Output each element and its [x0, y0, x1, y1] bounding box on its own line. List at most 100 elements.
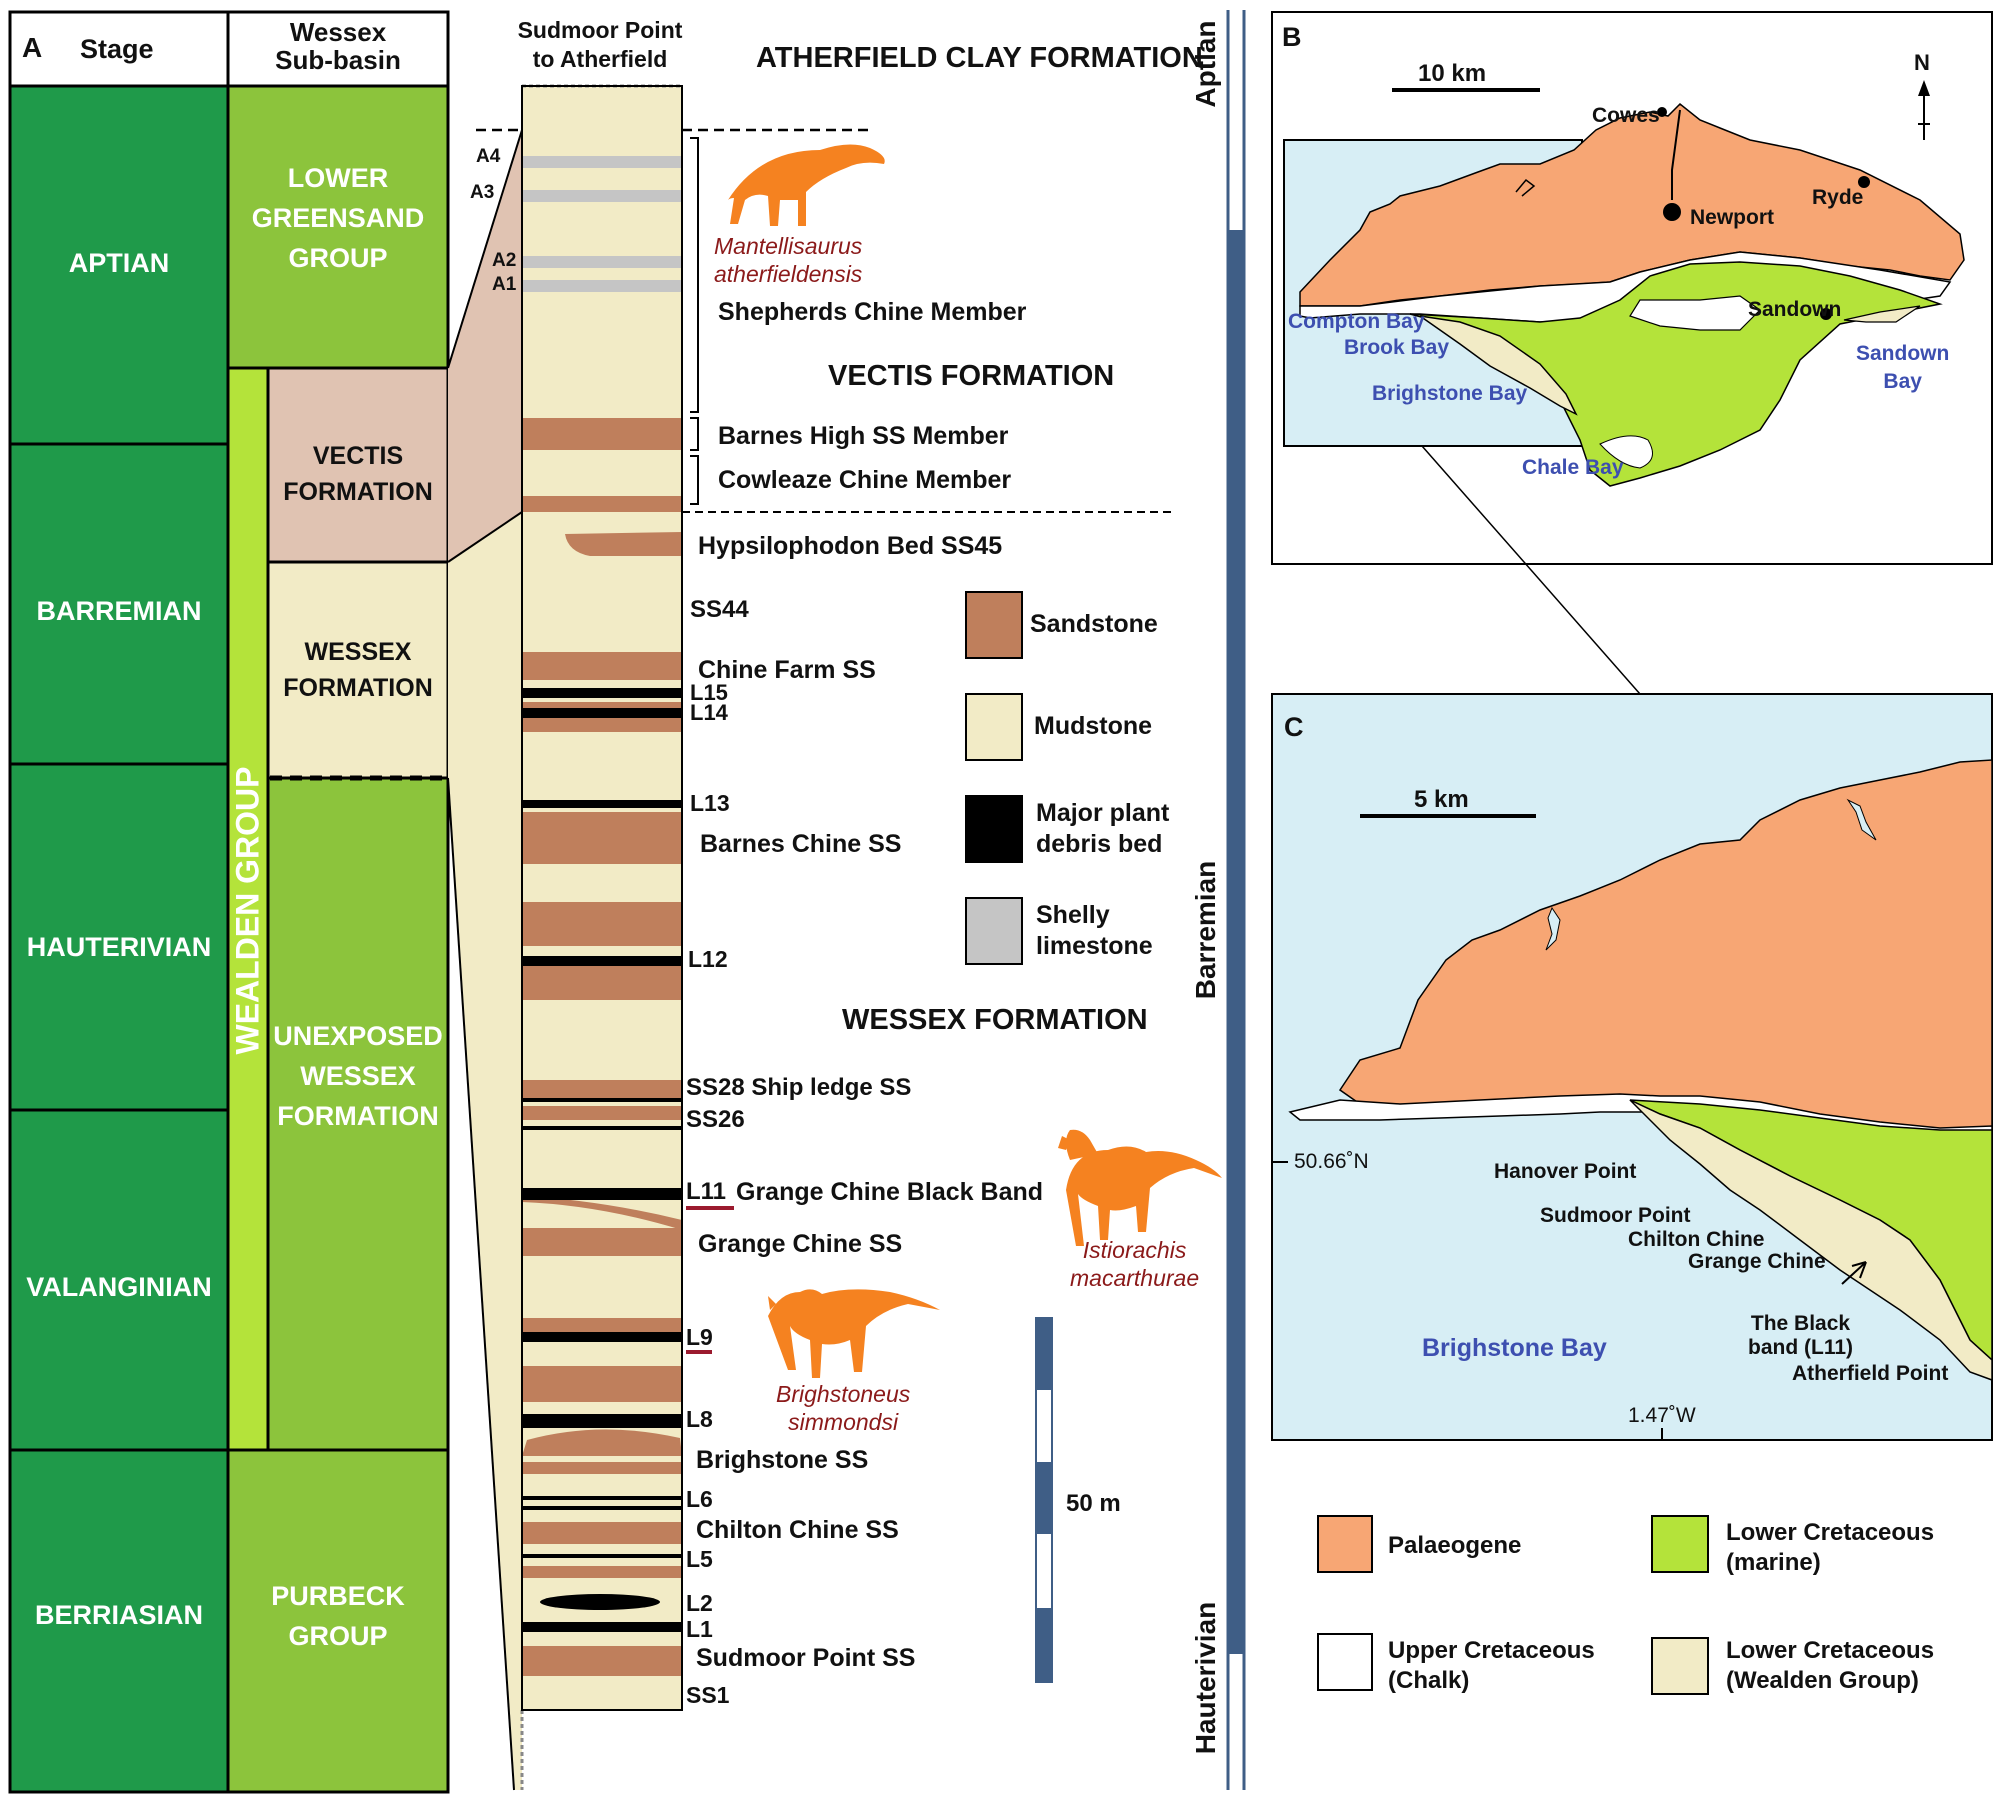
bay-chale: Chale Bay — [1522, 456, 1624, 479]
age-bars — [1226, 10, 1246, 1790]
legend-lower-cretaceous-marine: Lower Cretaceous (marine) — [1726, 1519, 1935, 1576]
label-ss26: SS26 — [686, 1106, 745, 1133]
place-sandown: Sandown — [1748, 298, 1842, 321]
label-ss44: SS44 — [690, 596, 749, 623]
map-b — [1271, 11, 1993, 565]
label-a2: A2 — [492, 250, 517, 271]
legend-plant-debris: Major plant debris bed — [1036, 799, 1170, 858]
scale-10km: 10 km — [1418, 60, 1487, 87]
place-atherfield-point: Atherfield Point — [1792, 1362, 1949, 1385]
lower-greensand-group: LOWER GREENSAND GROUP — [251, 163, 425, 273]
stage-barremian: BARREMIAN — [36, 596, 202, 626]
stage-header: Stage — [80, 34, 154, 64]
longitude-label: 1.47˚W — [1628, 1404, 1696, 1427]
label-ss1: SS1 — [686, 1682, 730, 1708]
place-grange-chine: Grange Chine — [1688, 1250, 1826, 1273]
label-l6: L6 — [686, 1486, 713, 1512]
place-chilton-chine: Chilton Chine — [1628, 1228, 1765, 1251]
species-brighstoneus: Brighstoneus simmondsi — [776, 1381, 911, 1435]
panel-b-letter: B — [1282, 22, 1302, 52]
scale-label-50m: 50 m — [1066, 1490, 1121, 1517]
legend-shelly: Shelly limestone — [1036, 901, 1153, 960]
map-legend-swatches — [1317, 1515, 1709, 1695]
wessex-formation-cell: WESSEX FORMATION — [283, 638, 433, 702]
legend-palaeogene: Palaeogene — [1388, 1532, 1522, 1559]
barnes-chine-ss: Barnes Chine SS — [700, 830, 902, 858]
label-a1: A1 — [492, 274, 517, 295]
label-l9: L9 — [686, 1324, 713, 1350]
dino-brighstoneus — [768, 1289, 940, 1378]
label-a4: A4 — [476, 146, 501, 167]
panel-a-letter: A — [22, 32, 43, 63]
label-a3: A3 — [470, 182, 495, 203]
cowleaze-chine-member: Cowleaze Chine Member — [718, 466, 1012, 494]
label-l5: L5 — [686, 1546, 713, 1572]
bay-brook: Brook Bay — [1344, 336, 1450, 359]
label-l15: L15 — [690, 680, 728, 705]
label-l2: L2 — [686, 1590, 713, 1616]
wessex-formation: WESSEX FORMATION — [842, 1004, 1148, 1036]
chine-farm-ss: Chine Farm SS — [698, 656, 876, 684]
panel-c-letter: C — [1284, 712, 1304, 742]
label-l12: L12 — [688, 946, 728, 972]
shepherds-chine-member: Shepherds Chine Member — [718, 298, 1027, 326]
dino-mantellisaurus — [728, 144, 885, 226]
place-hanover-point: Hanover Point — [1494, 1160, 1637, 1183]
wealden-group-label: WEALDEN GROUP — [229, 766, 266, 1055]
place-newport: Newport — [1690, 206, 1774, 229]
stage-valanginian: VALANGINIAN — [26, 1272, 212, 1302]
bay-brighstone: Brighstone Bay — [1372, 382, 1528, 405]
brighstone-ss: Brighstone SS — [696, 1446, 869, 1474]
atherfield-clay-formation: ATHERFIELD CLAY FORMATION — [756, 42, 1203, 74]
bay-compton: Compton Bay — [1288, 310, 1425, 333]
label-l11: L11 — [686, 1178, 727, 1205]
grange-chine-black-band: Grange Chine Black Band — [736, 1178, 1044, 1206]
sudmoor-point-ss: Sudmoor Point SS — [696, 1644, 916, 1672]
column-title: Sudmoor Point to Atherfield — [517, 17, 683, 72]
place-cowes: Cowes — [1592, 104, 1660, 127]
unexposed-wessex-formation: UNEXPOSED WESSEX FORMATION — [273, 1021, 443, 1131]
chilton-chine-ss: Chilton Chine SS — [696, 1516, 899, 1544]
hypsilophodon-bed: Hypsilophodon Bed SS45 — [698, 532, 1003, 560]
label-l14: L14 — [690, 700, 728, 725]
purbeck-group: PURBECK GROUP — [271, 1581, 405, 1651]
strat-column — [520, 84, 683, 1790]
vectis-wedge — [448, 130, 522, 562]
place-black-band: The Black band (L11) — [1748, 1312, 1854, 1359]
stage-berriasian: BERRIASIAN — [34, 1600, 203, 1630]
bay-brighstone-c: Brighstone Bay — [1422, 1334, 1607, 1362]
dino-istiorachis — [1058, 1129, 1222, 1246]
stage-table — [8, 10, 450, 1794]
ss28-ship-ledge-ss: SS28 Ship ledge SS — [686, 1074, 912, 1101]
species-istiorachis: Istiorachis macarthurae — [1070, 1237, 1200, 1291]
legend-sandstone: Sandstone — [1030, 610, 1158, 638]
north-label: N — [1914, 50, 1930, 75]
latitude-label: 50.66˚N — [1294, 1150, 1369, 1173]
stage-aptian: APTIAN — [68, 248, 170, 278]
legend-upper-cretaceous: Upper Cretaceous (Chalk) — [1388, 1637, 1595, 1694]
barnes-high-ss-member: Barnes High SS Member — [718, 422, 1009, 450]
grange-chine-ss: Grange Chine SS — [698, 1230, 903, 1258]
label-l8: L8 — [686, 1406, 713, 1432]
species-mantellisaurus: Mantellisaurus atherfieldensis — [714, 233, 863, 287]
label-l1: L1 — [686, 1616, 713, 1642]
place-ryde: Ryde — [1812, 186, 1864, 209]
map-c — [1271, 693, 1993, 1441]
subbasin-header: Wessex Sub-basin — [275, 17, 401, 75]
vectis-formation-cell: VECTIS FORMATION — [283, 442, 433, 506]
scale-bar-50m — [1035, 1317, 1053, 1683]
place-sudmoor-point: Sudmoor Point — [1540, 1204, 1691, 1227]
vectis-formation: VECTIS FORMATION — [828, 360, 1115, 392]
age-hauterivian: Hauterivian — [1190, 1601, 1221, 1755]
scale-5km: 5 km — [1414, 786, 1469, 813]
legend-lower-cretaceous-wealden: Lower Cretaceous (Wealden Group) — [1726, 1637, 1935, 1694]
legend-mudstone: Mudstone — [1034, 712, 1153, 740]
wessex-wedge — [448, 512, 522, 1790]
stage-hauterivian: HAUTERIVIAN — [26, 932, 212, 962]
bay-sandown: Sandown Bay — [1856, 342, 1950, 393]
label-l13: L13 — [690, 790, 730, 816]
age-aptian: Aptian — [1190, 20, 1221, 108]
age-barremian: Barremian — [1190, 860, 1221, 1000]
